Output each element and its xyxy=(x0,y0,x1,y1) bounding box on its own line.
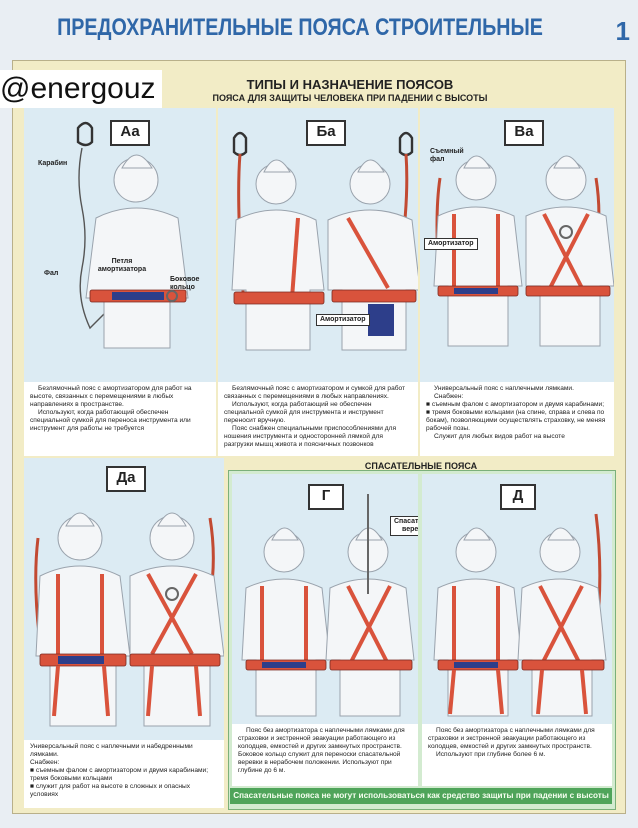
panel-da: Да Универсальный пояс с наплечными и наб… xyxy=(24,458,224,808)
panel-ba-description: Безлямочный пояс с амортизатором и сумко… xyxy=(218,382,418,456)
panel-g-description: Пояс без амортизатора с наплечными лямка… xyxy=(232,724,418,786)
callout-rescue-rope: Спасательная веревка xyxy=(390,516,418,536)
panel-ba: Ба Амортизатор Безлямочный пояс с аморти… xyxy=(218,108,418,456)
description-line: Пояс без амортизатора с наплечными лямка… xyxy=(428,727,595,750)
panel-label: Ва xyxy=(504,120,544,146)
description-line: Универсальный пояс с наплечными лямками. xyxy=(434,385,574,392)
description-line: Безлямочный пояс с амортизатором и сумко… xyxy=(224,385,406,400)
description-line: ■ съемным фалом с амортизатором и двумя … xyxy=(30,767,209,774)
belt-da-illustration xyxy=(34,512,224,727)
watermark: @energouz xyxy=(0,70,162,108)
panel-label: Ба xyxy=(306,120,346,146)
belt-g-illustration xyxy=(241,494,415,717)
description-line: ■ тремя боковыми кольцами (на спине, спр… xyxy=(426,409,606,432)
panel-aa: Аа Карабин Фал Петля амортизатора Боково… xyxy=(24,108,216,456)
belt-d-illustration xyxy=(433,513,607,717)
belt-aa-illustration xyxy=(76,121,189,349)
description-line: Безлямочный пояс с амортизатором для раб… xyxy=(30,385,192,408)
belt-ba-illustration xyxy=(231,131,418,351)
panel-aa-description: Безлямочный пояс с амортизатором для раб… xyxy=(24,382,216,456)
panel-da-description: Универсальный пояс с наплечными и набедр… xyxy=(24,740,224,808)
panel-label: Аа xyxy=(110,120,150,146)
callout-lanyard: Фал xyxy=(44,270,59,277)
belt-va-illustration xyxy=(433,155,614,347)
description-line: Снабжен: xyxy=(30,759,60,766)
section-subtitle: ПОЯСА ДЛЯ ЗАЩИТЫ ЧЕЛОВЕКА ПРИ ПАДЕНИИ С … xyxy=(212,93,488,103)
description-line: Пояс снабжен специальными приспособления… xyxy=(224,425,397,448)
description-line: Служит для любых видов работ на высоте xyxy=(434,433,565,440)
panel-va-description: Универсальный пояс с наплечными лямками.… xyxy=(420,382,614,456)
description-line: тремя боковыми кольцами xyxy=(30,775,113,782)
rescue-warning-banner: Спасательные пояса не могут использовать… xyxy=(230,788,612,804)
description-line: Снабжен: xyxy=(434,393,464,400)
panel-va: Ва Съемный фал Амортизатор Универсальный… xyxy=(420,108,614,456)
panel-g: Г Спасательная веревка Пояс без амортиза… xyxy=(232,474,418,786)
description-line: ■ съемным фалом с амортизатором и двумя … xyxy=(426,401,605,408)
description-line: Используют при глубине более 6 м. xyxy=(436,751,546,758)
panel-d-description: Пояс без амортизатора с наплечными лямка… xyxy=(422,724,612,786)
panel-label: Г xyxy=(308,484,344,510)
description-line: Используют, когда работающий не обеспече… xyxy=(224,401,384,424)
callout-side-ring: Боковое кольцо xyxy=(170,276,200,291)
rescue-section-title: СПАСАТЕЛЬНЫЕ ПОЯСА xyxy=(364,461,478,471)
page-number: 1 xyxy=(615,16,630,46)
panel-label: Да xyxy=(106,466,146,492)
callout-absorber: Амортизатор xyxy=(424,238,478,250)
description-line: Используют, когда работающий обеспечен с… xyxy=(30,409,191,432)
description-line: Пояс без амортизатора с наплечными лямка… xyxy=(238,727,405,774)
panel-label: Д xyxy=(500,484,536,510)
callout-absorber-loop: Петля амортизатора xyxy=(97,258,147,273)
section-title: ТИПЫ И НАЗНАЧЕНИЕ ПОЯСОВ xyxy=(246,77,454,92)
description-line: ■ служит для работ на высоте в сложных и… xyxy=(30,783,191,798)
description-line: Универсальный пояс с наплечными и набедр… xyxy=(30,743,193,758)
panel-d: Д Пояс без амортизатора с наплечными лям… xyxy=(422,474,612,786)
poster-title: ПРЕДОХРАНИТЕЛЬНЫЕ ПОЯСА СТРОИТЕЛЬНЫЕ xyxy=(57,14,543,41)
callout-carabiner: Карабин xyxy=(38,160,68,167)
callout-removable-lanyard: Съемный фал xyxy=(430,148,464,163)
callout-absorber: Амортизатор xyxy=(316,314,370,326)
